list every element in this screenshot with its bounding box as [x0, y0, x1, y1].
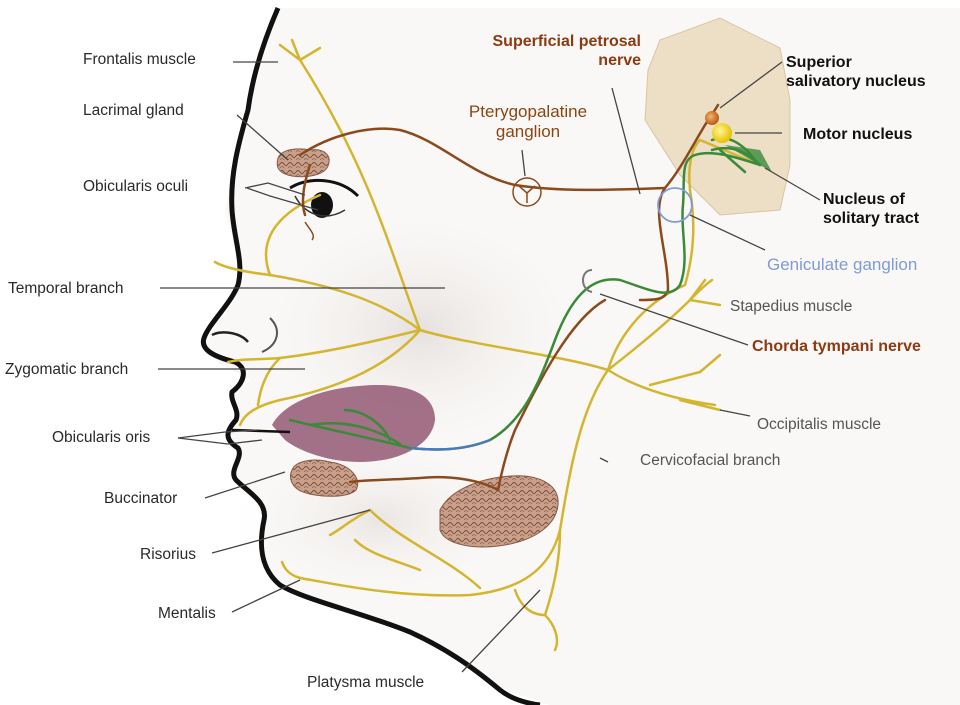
- label-superficial-petrosal-line1: Superficial petrosal: [465, 32, 641, 51]
- label-cervicofacial-branch: Cervicofacial branch: [640, 452, 780, 469]
- label-platysma-muscle: Platysma muscle: [307, 674, 424, 691]
- label-superior-salivatory-line2: salivatory nucleus: [786, 72, 926, 91]
- label-solitary-line2: solitary tract: [823, 209, 919, 228]
- label-zygomatic-branch: Zygomatic branch: [5, 361, 128, 378]
- label-lacrimal-gland: Lacrimal gland: [83, 102, 184, 119]
- label-solitary-line1: Nucleus of: [823, 190, 919, 209]
- label-mentalis: Mentalis: [158, 605, 216, 622]
- label-buccinator: Buccinator: [104, 490, 177, 507]
- label-temporal-branch: Temporal branch: [8, 280, 123, 297]
- label-pterygopalatine-line2: ganglion: [440, 122, 616, 142]
- label-geniculate-ganglion: Geniculate ganglion: [767, 256, 917, 275]
- label-nucleus-solitary-tract: Nucleus of solitary tract: [823, 190, 919, 228]
- superior-salivatory-nucleus: [705, 111, 719, 125]
- label-superficial-petrosal-line2: nerve: [465, 51, 641, 70]
- label-superior-salivatory-nucleus: Superior salivatory nucleus: [786, 53, 926, 91]
- motor-nucleus: [712, 123, 732, 143]
- label-pterygopalatine-ganglion: Pterygopalatine ganglion: [440, 102, 616, 143]
- label-chorda-tympani-nerve: Chorda tympani nerve: [752, 337, 921, 356]
- label-obicularis-oculi: Obicularis oculi: [83, 178, 188, 195]
- label-risorius: Risorius: [140, 546, 196, 563]
- label-occipitalis-muscle: Occipitalis muscle: [757, 416, 881, 433]
- label-obicularis-oris: Obicularis oris: [52, 429, 150, 446]
- label-motor-nucleus: Motor nucleus: [803, 125, 912, 144]
- label-pterygopalatine-line1: Pterygopalatine: [440, 102, 616, 122]
- label-frontalis-muscle: Frontalis muscle: [83, 51, 196, 68]
- label-stapedius-muscle: Stapedius muscle: [730, 298, 852, 315]
- label-superficial-petrosal-nerve: Superficial petrosal nerve: [465, 32, 641, 70]
- label-superior-salivatory-line1: Superior: [786, 53, 926, 72]
